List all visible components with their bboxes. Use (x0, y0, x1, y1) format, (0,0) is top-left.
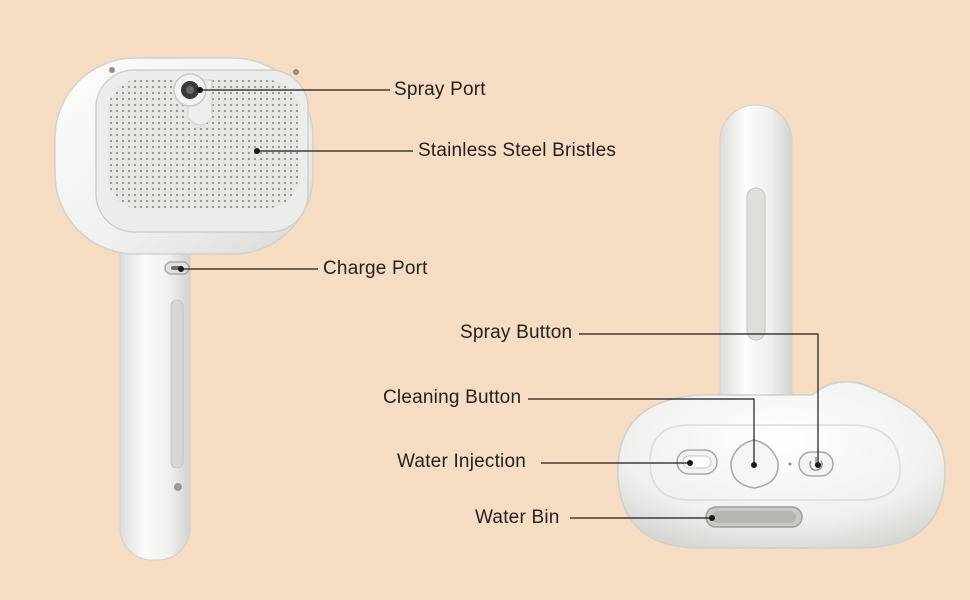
screw (109, 67, 115, 73)
label-water-injection: Water Injection (397, 451, 527, 472)
leader-charge-port (178, 266, 318, 272)
label-stainless-steel-bristles: Stainless Steel Bristles (418, 140, 617, 161)
stainless-steel-bristles (108, 80, 298, 208)
handle-hole (174, 483, 182, 491)
leader-water-injection (541, 460, 693, 466)
screw (293, 69, 299, 75)
label-water-bin: Water Bin (475, 507, 560, 528)
label-spray-button: Spray Button (460, 322, 573, 343)
brush-front-view (54, 57, 314, 561)
leader-bristles (254, 148, 413, 154)
handle-window (746, 187, 766, 341)
leader-spray-port (197, 87, 390, 93)
label-charge-port: Charge Port (323, 258, 428, 279)
brush-base (617, 380, 946, 549)
leader-spray-button (579, 333, 821, 468)
brush-back-view (617, 104, 946, 549)
leader-lines (178, 87, 821, 521)
leader-cleaning-button (528, 398, 757, 468)
label-spray-port: Spray Port (394, 79, 486, 100)
label-cleaning-button: Cleaning Button (383, 387, 522, 408)
leader-water-bin (570, 515, 715, 521)
handle-slot (170, 299, 184, 469)
base-panel (649, 424, 901, 501)
